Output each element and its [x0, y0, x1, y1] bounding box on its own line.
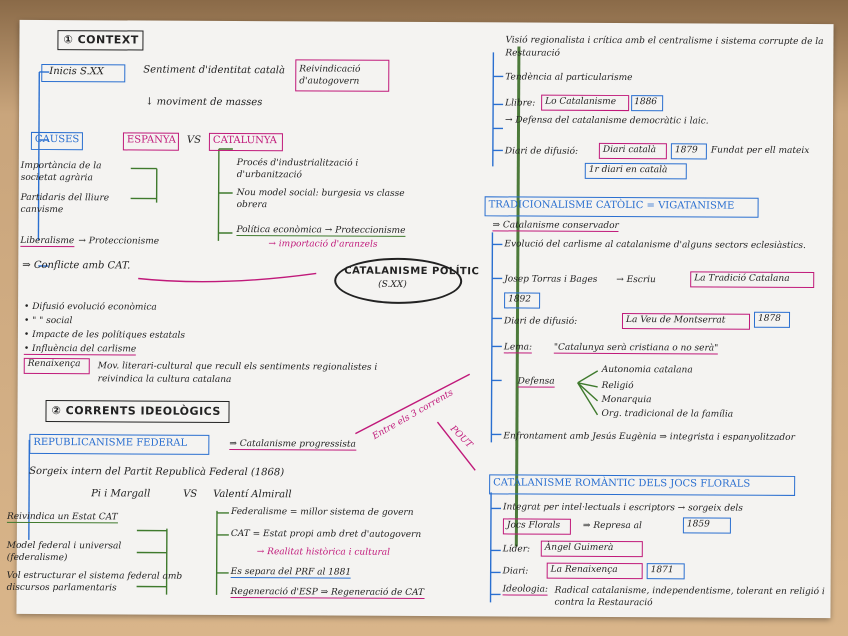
sorgeix-text: Sorgeix intern del Partit Republicà Fede… [29, 465, 285, 479]
lema-label: Lema: [503, 342, 533, 354]
esp-item-3: Liberalisme [20, 235, 75, 248]
diari3-year: 1871 [650, 565, 674, 576]
diari3-label: Diari: [502, 566, 529, 577]
ideologia-label: Ideologia: [502, 584, 549, 596]
reivindicacio-text: Reivindicació d'autogovern [299, 64, 361, 87]
mind-map-sheet: ① CONTEXT Inicis S.XX Sentiment d'identi… [7, 19, 834, 619]
va-item-5: Regeneració d'ESP ⇒ Regeneració de CAT [230, 586, 425, 599]
cat-item-3: Política econòmica → Proteccionisme [236, 225, 406, 237]
visio-text: Visió regionalista i crítica amb el cent… [505, 35, 824, 59]
escriu-text: → Escriu [616, 275, 656, 286]
esp-item-2: Partidaris del lliure canvisme [20, 192, 110, 216]
esp-item-1: Importància de la societat agrària [20, 160, 102, 184]
renaixenca-text: Mov. literari-cultural que recull els se… [97, 361, 378, 385]
va-item-2: CAT = Estat propi amb dret d'autogovern [230, 528, 422, 540]
pm-item-2: Model federal i universal (federalisme) [6, 540, 122, 564]
diari-desc: Fundat per ell mateix [710, 145, 810, 157]
cat-item-1: Procés d'industrialització i d'urbanitza… [236, 158, 359, 181]
lider-name: Àngel Guimerà [544, 542, 614, 553]
almirall: Valentí Almirall [213, 488, 292, 501]
tradicionalisme-title: TRADICIONALISME CATÒLIC = VIGATANISME [488, 199, 735, 212]
section1-title: ① CONTEXT [63, 33, 139, 47]
tradicio-year: 1892 [508, 294, 532, 305]
oval-subtitle: (S.XX) [378, 279, 407, 290]
romantic-title: CATALANISME ROMÀNTIC DELS JOCS FLORALS [493, 477, 751, 490]
diari2-year: 1878 [757, 313, 781, 324]
llibre-year: 1886 [634, 97, 658, 108]
cat-item-2: Nou model social: burgesia vs classe obr… [236, 188, 405, 211]
diari-year: 1879 [674, 145, 698, 156]
represa-year: 1859 [686, 519, 710, 530]
cat-progressista: ⇒ Catalanisme progressista [229, 438, 356, 451]
section2-title: ② CORRENTS IDEOLÒGICS [51, 404, 221, 418]
espanya-label: ESPANYA [126, 134, 176, 146]
va-item-4: Es separa del PRF al 1881 [230, 566, 352, 579]
pm-item-3: Vol estructurar el sistema federal amb d… [6, 570, 183, 594]
pm-item-1: Reivindica un Estat CAT [6, 511, 118, 524]
bullet-4: • Influència del carlisme [23, 343, 137, 356]
inicis-label: Inicis S.XX [49, 66, 104, 78]
tradicio-title: La Tradició Catalana [694, 273, 790, 284]
ideologia-text: Radical catalanisme, independentisme, to… [554, 585, 825, 609]
renaixenca-label: Renaixença [27, 358, 81, 370]
torras-text: Josep Torras i Bages [504, 274, 598, 285]
llibre-desc: → Defensa del catalanisme democràtic i l… [505, 115, 709, 127]
diari2-title: La Veu de Montserrat [625, 315, 726, 326]
diari3-title: La Renaixença [550, 564, 618, 576]
cat-item-4: → importació d'aranzels [268, 239, 378, 250]
va-item-3: → Realitat històrica i cultural [256, 547, 391, 558]
integrat-text: Integrat per intel·lectuals i escriptors… [502, 502, 743, 514]
bullet-2: • " " social [23, 315, 73, 327]
jocs-label: Jocs Florals [506, 520, 561, 531]
defensa-item-2: Religió [601, 380, 634, 392]
connector-lines [28, 52, 599, 603]
lema-text: "Catalunya serà cristiana o no serà" [553, 342, 719, 355]
va-item-1: Federalisme = millor sistema de govern [230, 506, 414, 518]
conflicte-text: ⇒ Conflicte amb CAT. [22, 259, 131, 272]
sentiment-text: Sentiment d'identitat català [143, 64, 285, 77]
republicanisme-title: REPUBLICANISME FEDERAL [33, 436, 188, 449]
diari2-label: Diari de difusió: [503, 316, 578, 327]
pi-margall: Pi i Margall [91, 488, 151, 500]
defensa-item-3: Monarquia [601, 394, 652, 406]
defensa-item-1: Autonomia catalana [601, 364, 693, 376]
oval-title: CATALANISME POLÍTIC [344, 265, 480, 278]
defensa-label: Defensa [517, 376, 555, 388]
moviment-text: ↓ moviment de masses [145, 96, 263, 109]
diari-primer: 1r diari en català [588, 164, 668, 176]
bullet-3: • Impacte de les polítiques estatals [23, 329, 186, 341]
vs-label: VS [186, 134, 202, 146]
tendencia-text: Tendència al particularisme [505, 72, 633, 84]
evolucio-text: Evolució del carlisme al catalanisme d'a… [504, 239, 806, 251]
enfrontament-text: Enfrontament amb Jesús Eugènia ⇒ integri… [503, 431, 795, 443]
vs2-label: VS [183, 488, 198, 500]
diari-label: Diari de difusió: [504, 146, 579, 157]
bullet-1: • Difusió evolució econòmica [24, 301, 157, 313]
defensa-item-4: Org. tradicional de la família [601, 408, 734, 420]
catalunya-label: CATALUNYA [212, 134, 277, 147]
llibre-label: Llibre: [505, 98, 536, 109]
represa-text: ⇒ Represa al [582, 520, 642, 532]
cat-conservador: ⇒ Catalanisme conservador [492, 220, 619, 233]
lider-label: Líder: [502, 544, 531, 555]
causes-label: CAUSES [34, 133, 80, 146]
proteccionisme-left: → Proteccionisme [78, 236, 160, 247]
diari-title: Diari català [602, 144, 657, 156]
llibre-title: Lo Catalanisme [545, 96, 617, 107]
